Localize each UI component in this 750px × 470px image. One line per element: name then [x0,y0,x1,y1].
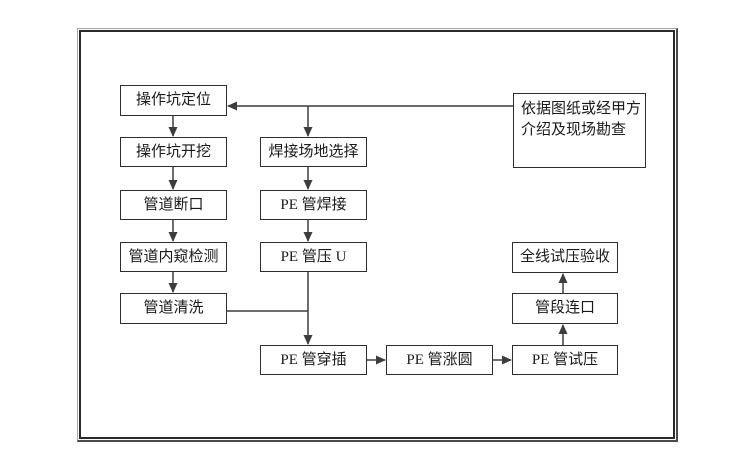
node-pe-pipe-pressure-test: PE 管试压 [512,345,618,375]
node-pe-pipe-insertion: PE 管穿插 [260,345,367,375]
node-pe-pipe-rounding: PE 管涨圆 [386,345,493,375]
node-welding-site-selection: 焊接场地选择 [260,137,367,167]
diagram-frame-inner-border [79,30,675,439]
node-pipe-endoscopic-inspection: 管道内窥检测 [120,242,227,272]
node-pe-pipe-welding: PE 管焊接 [260,190,367,220]
node-survey-basis-note: 依据图纸或经甲方 介绍及现场勘查 [513,93,646,168]
node-pipe-cleaning: 管道清洗 [120,293,227,324]
node-pipe-section-connection: 管段连口 [512,293,618,324]
node-pit-excavation: 操作坑开挖 [120,137,227,167]
node-pipe-cut: 管道断口 [120,190,227,220]
node-full-line-pressure-acceptance: 全线试压验收 [512,242,618,273]
node-pe-pipe-press-u: PE 管压 U [260,242,367,272]
node-pit-positioning: 操作坑定位 [120,85,227,116]
